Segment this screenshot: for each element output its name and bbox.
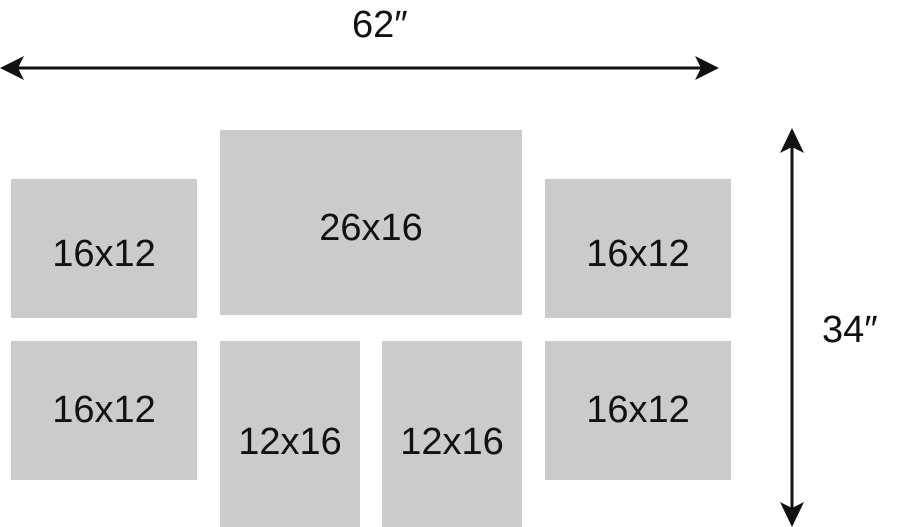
panel-12x16-bottom-center-left: 12x16 <box>220 341 360 527</box>
panel-label: 16x12 <box>586 388 690 431</box>
panel-16x12-bottom-right: 16x12 <box>545 341 731 480</box>
panel-26x16-top-center: 26x16 <box>220 130 522 315</box>
panel-label: 16x12 <box>52 232 156 275</box>
panel-12x16-bottom-center-right: 12x16 <box>382 341 522 527</box>
height-dimension-label: 34″ <box>822 309 878 351</box>
panel-label: 12x16 <box>238 421 342 463</box>
panel-16x12-bottom-left: 16x12 <box>11 341 197 480</box>
panel-label: 12x16 <box>400 421 504 463</box>
panel-16x12-top-left: 16x12 <box>11 179 197 318</box>
panel-label: 16x12 <box>586 232 690 275</box>
panel-label: 26x16 <box>319 207 423 249</box>
panel-16x12-top-right: 16x12 <box>545 179 731 318</box>
height-arrow <box>780 128 804 527</box>
width-arrow <box>0 56 719 80</box>
panel-label: 16x12 <box>52 388 156 431</box>
width-dimension-label: 62″ <box>352 4 408 46</box>
